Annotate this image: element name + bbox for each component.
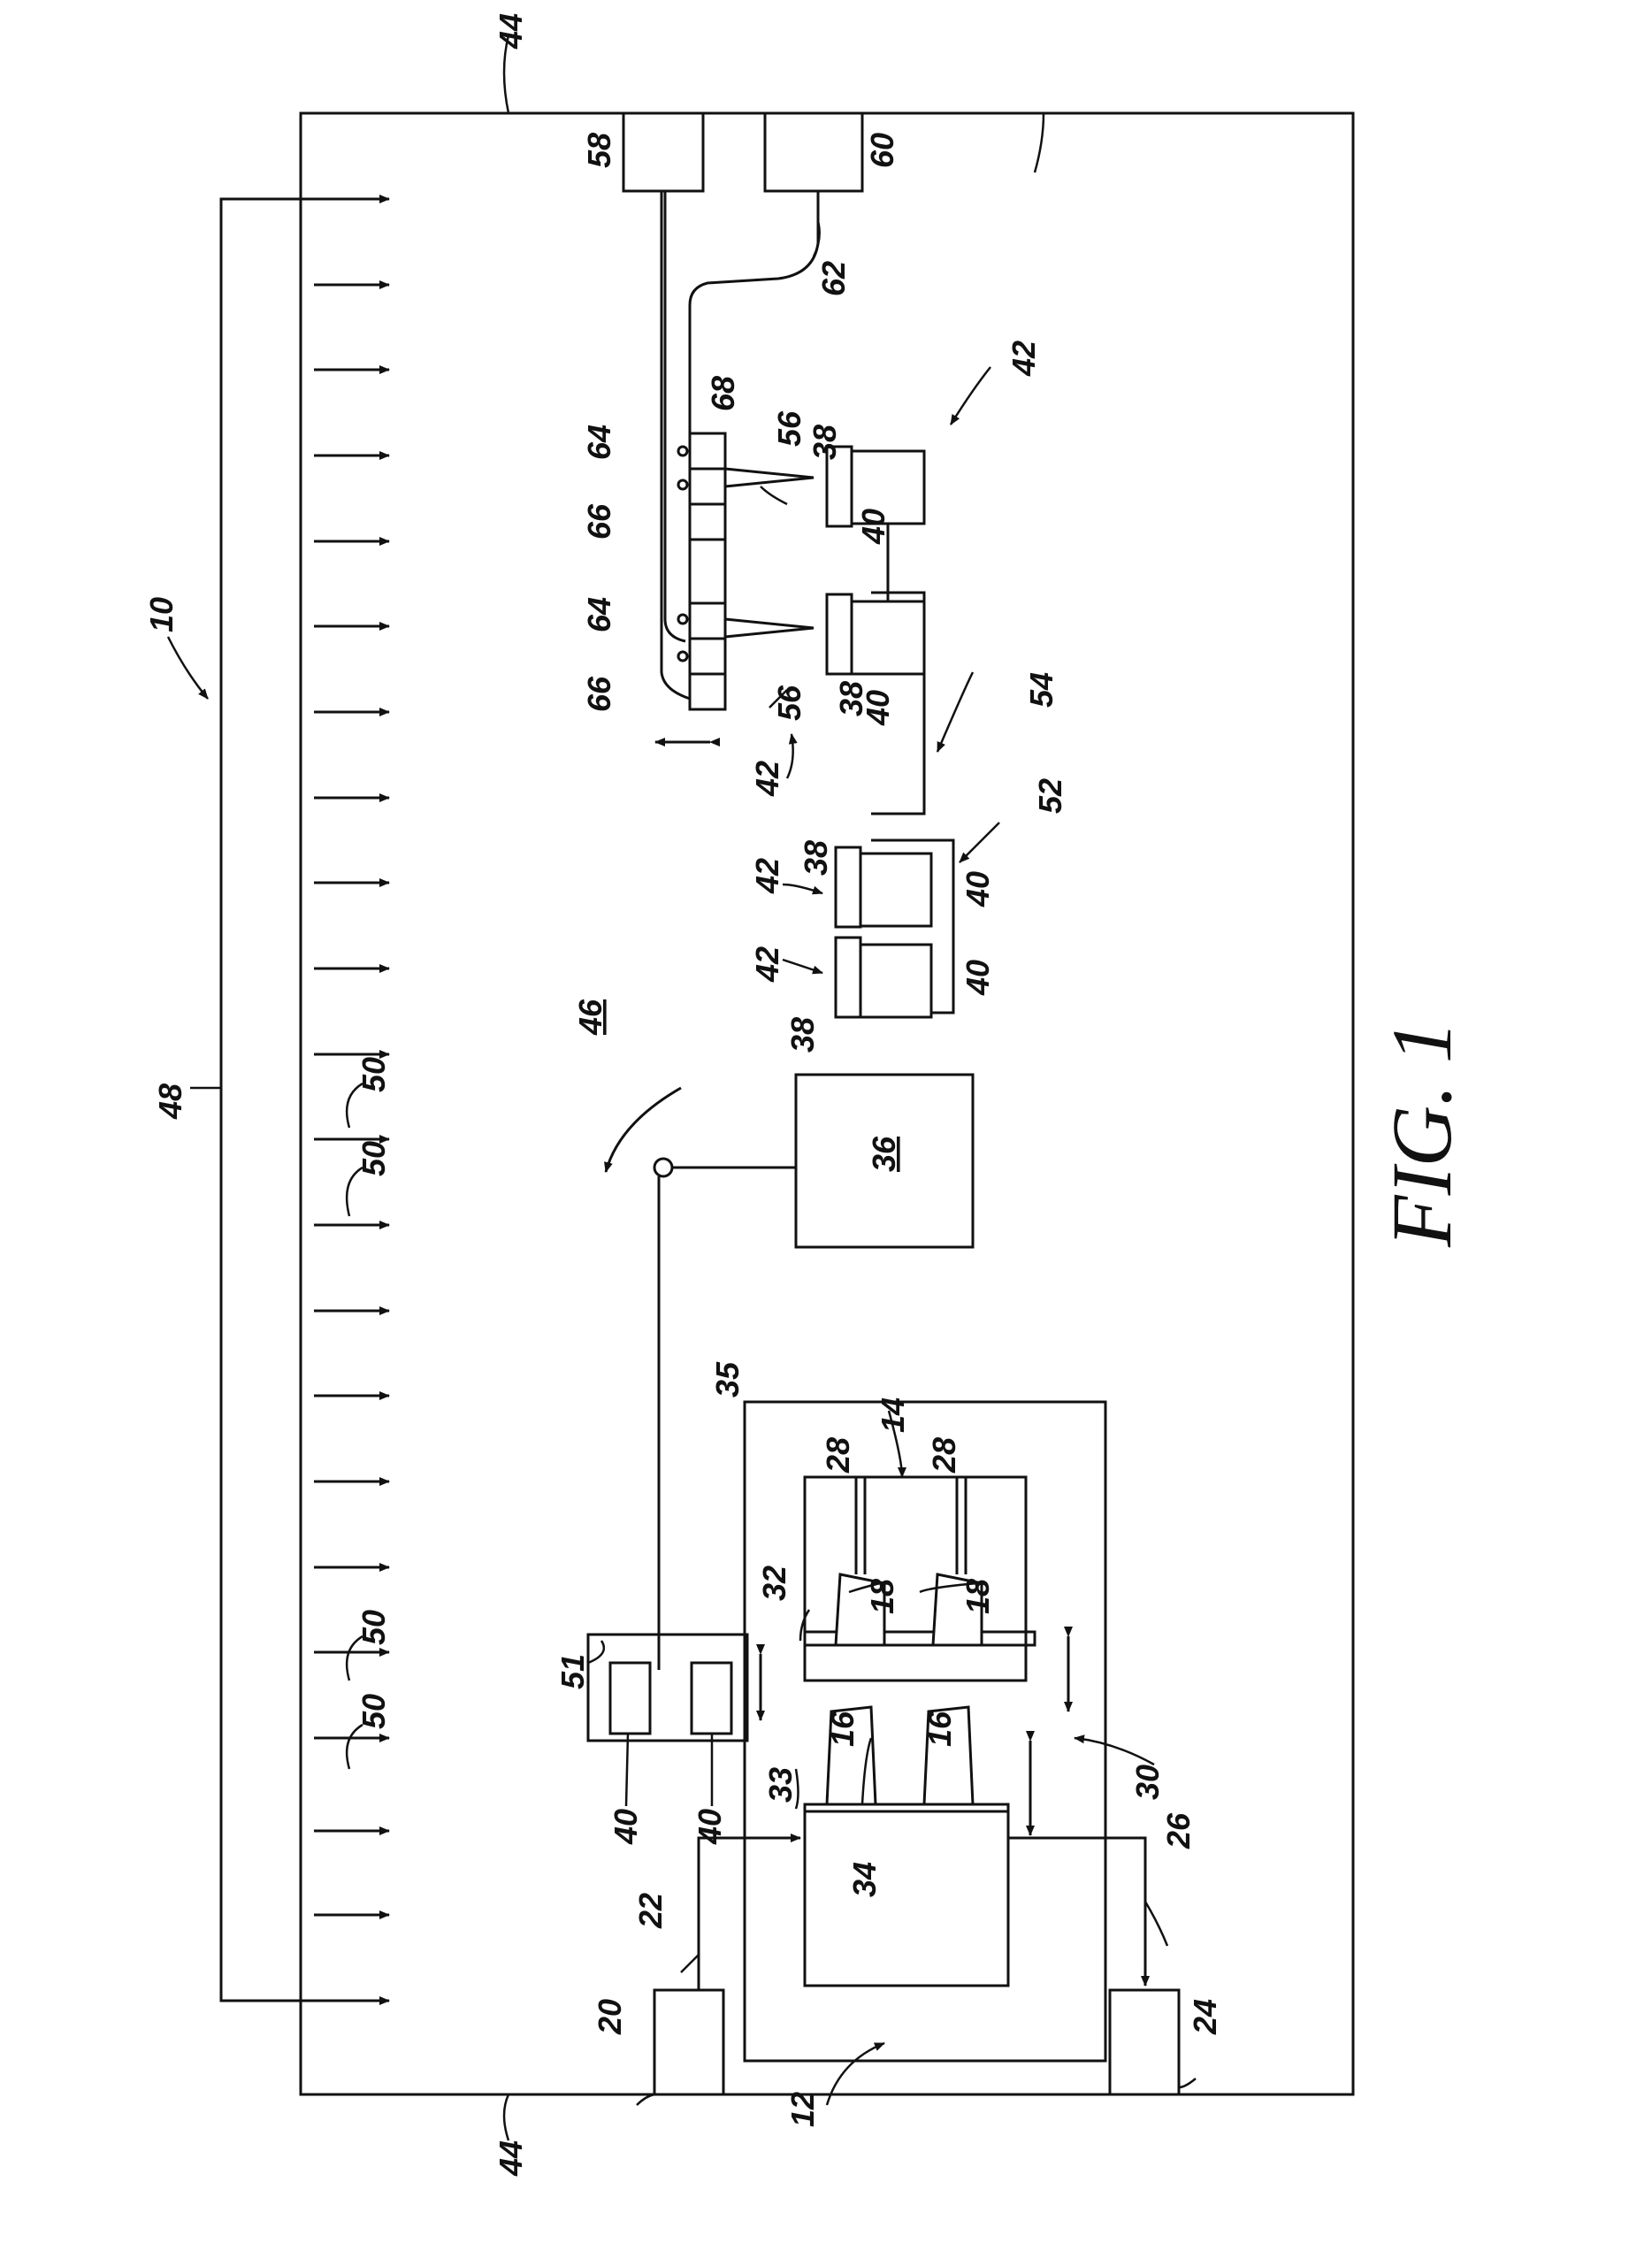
label-station-a: 52 — [1032, 778, 1068, 814]
label-airflow-1: 50 — [356, 1057, 392, 1092]
label-feed-line: 22 — [632, 1893, 669, 1929]
label-source-left: 58 — [581, 133, 617, 168]
label-robot: 36 — [866, 1136, 902, 1172]
label-nozzle-56-a: 56 — [771, 410, 807, 447]
label-part-40-f: 40 — [855, 509, 891, 545]
label-return-line: 26 — [1160, 1812, 1197, 1849]
label-return-unit: 24 — [1187, 1999, 1223, 2035]
label-base: 34 — [846, 1862, 883, 1897]
label-head-64-a: 64 — [581, 425, 617, 460]
label-airflow-2: 50 — [356, 1141, 392, 1176]
label-nozzle-56-b: 56 — [771, 685, 807, 721]
label-platen-upper: 32 — [756, 1566, 792, 1601]
label-rod-2: 28 — [926, 1437, 962, 1474]
label-platen-lower: 33 — [762, 1767, 799, 1803]
label-manifold-68: 68 — [705, 376, 741, 411]
label-part-40-c: 40 — [960, 871, 996, 907]
label-controller-box: 51 — [554, 1654, 591, 1689]
label-feed-unit: 20 — [592, 1999, 628, 2035]
label-wall-a: 44 — [493, 13, 529, 50]
label-part-38-b: 38 — [798, 840, 834, 876]
label-assy-42-a: 42 — [749, 946, 785, 983]
label-system: 10 — [143, 597, 180, 632]
label-station-b: 54 — [1023, 672, 1059, 708]
label-mold-u1: 18 — [864, 1579, 900, 1614]
label-assy-42-d: 42 — [1006, 341, 1042, 377]
figure-caption: FIG. 1 — [1374, 1021, 1469, 1248]
label-part-38-d: 38 — [807, 425, 843, 460]
label-wall-b: 44 — [493, 2140, 529, 2177]
label-head-64-b: 64 — [581, 597, 617, 632]
label-enclosure: 35 — [709, 1361, 746, 1397]
label-mold-u2: 18 — [960, 1579, 996, 1614]
label-chamber: 46 — [572, 999, 608, 1036]
label-source-right: 60 — [864, 133, 900, 168]
label-part-40-b: 40 — [692, 1809, 728, 1845]
label-rod-1: 28 — [820, 1437, 856, 1474]
label-head-66-a: 66 — [581, 503, 617, 540]
label-head-66-b: 66 — [581, 676, 617, 712]
label-assy-42-c: 42 — [749, 761, 785, 797]
label-airflow-duct: 48 — [152, 1083, 188, 1120]
label-part-38-a: 38 — [784, 1017, 821, 1053]
label-part-40-a: 40 — [608, 1809, 644, 1845]
label-gap: 30 — [1129, 1765, 1166, 1800]
label-mold-l1: 16 — [824, 1711, 860, 1747]
label-supply-line: 62 — [815, 261, 852, 296]
label-airflow-4: 50 — [356, 1694, 392, 1729]
label-die-upper: 14 — [875, 1397, 911, 1433]
label-die-lower: 12 — [784, 2092, 821, 2127]
label-part-40-d: 40 — [960, 960, 996, 996]
label-assy-42-b: 42 — [749, 858, 785, 894]
label-mold-l2: 16 — [922, 1711, 958, 1747]
label-part-38-c: 38 — [833, 681, 869, 716]
label-airflow-3: 50 — [356, 1610, 392, 1645]
